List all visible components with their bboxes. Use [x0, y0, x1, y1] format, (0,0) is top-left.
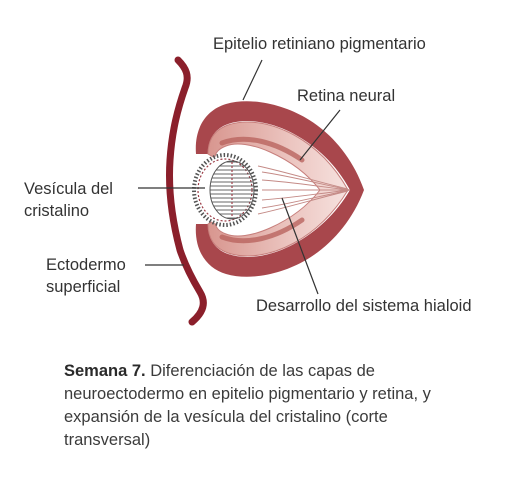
pigment-epithelium-upper	[195, 101, 364, 190]
label-lens-vesicle-line2: cristalino	[24, 202, 90, 220]
figure-caption: Semana 7. Diferenciación de las capas de…	[64, 360, 464, 452]
hyaloid-system	[257, 165, 351, 215]
caption-bold-lead: Semana 7.	[64, 362, 146, 380]
label-lens-vesicle: Vesícula del cristalino	[24, 178, 144, 222]
label-surface-ectoderm: Ectodermo superficial	[46, 254, 166, 298]
label-pigment-epithelium: Epitelio retiniano pigmentario	[213, 35, 426, 53]
caption-text: Diferenciación de las capas de neuroecto…	[64, 362, 431, 449]
label-lens-vesicle-line1: Vesícula del	[24, 180, 113, 198]
pigment-epithelium-lower	[195, 190, 364, 277]
leader-lines	[138, 59, 341, 295]
eye-cross-section-diagram	[138, 56, 364, 326]
embryology-figure: Epitelio retiniano pigmentario Retina ne…	[24, 35, 472, 326]
label-surface-ectoderm-line2: superficial	[46, 278, 121, 296]
surface-ectoderm	[166, 56, 207, 326]
label-neural-retina: Retina neural	[297, 87, 396, 105]
label-surface-ectoderm-line1: Ectodermo	[46, 256, 126, 274]
label-hyaloid-system: Desarrollo del sistema hialoid	[256, 297, 472, 315]
